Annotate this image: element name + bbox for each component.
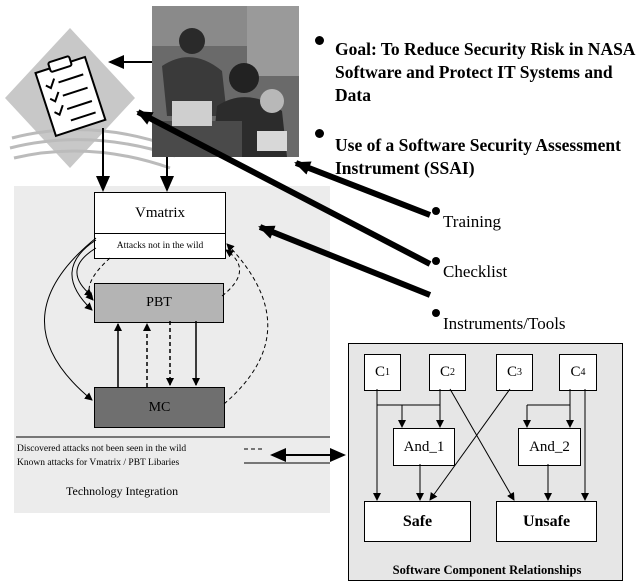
- tech-caption: Technology Integration: [66, 484, 179, 498]
- instruments-label: Instruments/Tools: [443, 314, 566, 333]
- c3-label: C: [506, 364, 517, 380]
- c1-label: C: [374, 364, 385, 380]
- ssai-text: Use of a Software Security Assessment In…: [335, 135, 621, 178]
- legend-solid-text: Known attacks for Vmatrix / PBT Libaries: [17, 458, 180, 468]
- c4-subscript: 4: [580, 367, 586, 378]
- instruments-bullet: [432, 309, 440, 317]
- scr-caption: Software Component Relationships: [392, 563, 582, 577]
- c4-label: C: [570, 364, 581, 380]
- c3-subscript: 3: [517, 367, 522, 378]
- unsafe-label: Unsafe: [522, 512, 571, 530]
- and2-label: And_2: [529, 438, 570, 455]
- unsafe-box: Unsafe: [496, 501, 597, 542]
- and1-label: And_1: [403, 438, 445, 455]
- attacks-not-in-wild-box: Attacks not in the wild: [94, 233, 226, 259]
- safe-label: Safe: [402, 512, 433, 530]
- training-bullet: [432, 207, 440, 215]
- mc-box: MC: [94, 387, 225, 428]
- goal-text: Goal: To Reduce Security Risk in NASA So…: [335, 39, 635, 105]
- goal-bullet: [315, 36, 324, 45]
- vmatrix-label: Vmatrix: [135, 205, 185, 221]
- safe-box: Safe: [364, 501, 471, 542]
- and2-box: And_2: [518, 428, 581, 466]
- training-label: Training: [443, 212, 501, 231]
- mc-label: MC: [148, 399, 171, 415]
- pbt-box: PBT: [94, 283, 224, 323]
- c2-subscript: 2: [450, 367, 455, 378]
- meeting-photo: [152, 6, 299, 157]
- checklist-label: Checklist: [443, 262, 508, 281]
- c1-subscript: 1: [385, 367, 390, 378]
- ssai-bullet: [315, 129, 324, 138]
- attacks-not-in-wild-label: Attacks not in the wild: [116, 241, 204, 251]
- pbt-label: PBT: [146, 295, 172, 310]
- checklist-bullet: [432, 257, 440, 265]
- c2-label: C: [439, 364, 450, 380]
- and1-box: And_1: [393, 428, 455, 466]
- legend-dashed-text: Discovered attacks not been seen in the …: [17, 444, 187, 454]
